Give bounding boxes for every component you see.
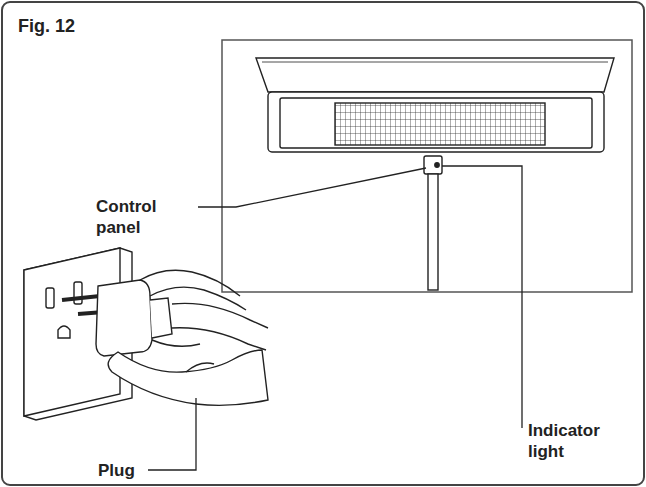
- part-label: Control panel: [96, 196, 186, 238]
- figure-title: Fig. 12: [18, 16, 75, 37]
- inset-frame: [222, 40, 632, 292]
- indicator-dot: [435, 163, 439, 167]
- part-label: Plug: [98, 460, 158, 481]
- control-panel-box: [424, 156, 442, 174]
- part-label: Indicator light: [528, 420, 624, 462]
- plug-and-hand: [62, 270, 268, 405]
- heater: [256, 58, 614, 290]
- leader-lines: [148, 166, 522, 470]
